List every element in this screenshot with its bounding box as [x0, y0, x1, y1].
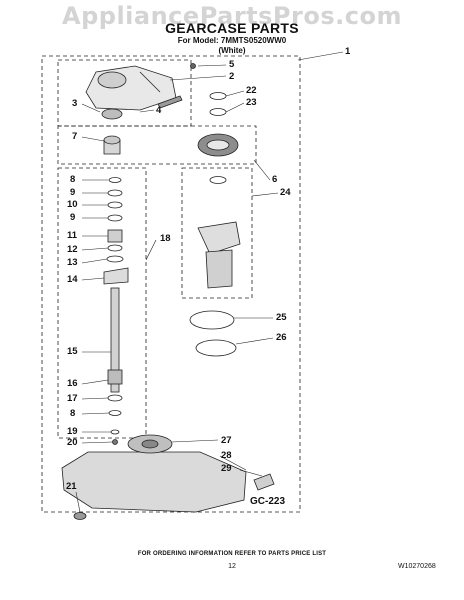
cover-seal	[101, 108, 123, 120]
model-subtitle: For Model: 7MMTS0520WW0 (White)	[0, 36, 464, 56]
left-callout-ticks	[81, 179, 113, 444]
callout-20: 20	[67, 437, 78, 448]
leader-27	[171, 439, 219, 443]
shaft-group-outline	[57, 167, 147, 439]
callout-7: 7	[72, 131, 78, 142]
shift-fork	[197, 221, 241, 255]
washer-23	[209, 108, 227, 116]
callout-28: 28	[221, 450, 232, 461]
color-line: (White)	[218, 46, 246, 55]
callout-8-lower: 8	[70, 408, 76, 419]
watermark-text: AppliancePartsPros.com	[62, 2, 402, 30]
callout-29: 29	[221, 463, 232, 474]
callout-26: 26	[276, 332, 287, 343]
callout-10: 10	[67, 199, 78, 210]
page-title: GEARCASE PARTS	[165, 20, 299, 36]
callout-8-top: 8	[70, 174, 76, 185]
callout-13: 13	[67, 257, 78, 268]
clip-29	[253, 473, 275, 491]
document-number: W10270268	[398, 563, 436, 570]
callout-9-lower: 9	[70, 212, 76, 223]
drive-gear-hub	[206, 139, 230, 151]
part-19	[110, 429, 120, 435]
leader-26	[235, 337, 274, 345]
callout-22: 22	[246, 85, 257, 96]
callout-23: 23	[246, 97, 257, 108]
callout-16: 16	[67, 378, 78, 389]
leader-23	[225, 102, 245, 113]
gasket-26	[195, 339, 237, 357]
shift-group-outline	[181, 167, 253, 299]
callout-12: 12	[67, 244, 78, 255]
part-10	[107, 201, 123, 209]
leader-24	[251, 192, 279, 197]
cover-boss	[97, 71, 127, 89]
leader-18	[145, 239, 157, 261]
part-14	[103, 267, 129, 285]
seal-21	[73, 512, 87, 520]
callout-5: 5	[229, 59, 235, 70]
assembly-outline	[41, 55, 301, 513]
leader-22	[225, 90, 245, 97]
pinion-top	[103, 135, 121, 145]
callout-11: 11	[67, 230, 78, 241]
callout-9-top: 9	[70, 187, 76, 198]
callout-15: 15	[67, 346, 78, 357]
pinion-group-outline	[57, 125, 257, 165]
leader-5	[197, 64, 227, 67]
part-8-lower	[108, 410, 122, 416]
gearcase-housing	[61, 451, 247, 513]
callout-18: 18	[160, 233, 171, 244]
diagram-code: GC-223	[250, 496, 286, 507]
spring-ring	[209, 176, 227, 184]
part-11	[107, 229, 123, 243]
leader-1	[297, 51, 344, 61]
callout-27: 27	[221, 435, 232, 446]
callout-1: 1	[345, 46, 351, 57]
screw	[190, 63, 196, 69]
leader-6	[253, 159, 271, 181]
part-20	[112, 439, 118, 445]
callout-4: 4	[156, 105, 162, 116]
leader-7	[81, 136, 105, 142]
callout-17: 17	[67, 393, 78, 404]
gasket-25	[189, 310, 235, 330]
model-line: For Model: 7MMTS0520WW0	[177, 36, 287, 45]
leader-2	[169, 75, 227, 81]
page-number: 12	[228, 563, 236, 570]
callout-2: 2	[229, 71, 235, 82]
callout-6: 6	[272, 174, 278, 185]
callout-24: 24	[280, 187, 291, 198]
cover-rib	[139, 71, 161, 93]
callout-19: 19	[67, 426, 78, 437]
callout-3: 3	[72, 98, 78, 109]
callout-21: 21	[66, 481, 77, 492]
agitate-shaft	[110, 287, 120, 393]
leader-29	[239, 469, 263, 477]
part-12	[107, 244, 123, 252]
part-13	[106, 255, 124, 263]
part-17	[107, 394, 123, 402]
ordering-note: FOR ORDERING INFORMATION REFER TO PARTS …	[137, 551, 327, 557]
leader-3	[81, 103, 101, 113]
part-9-lower	[107, 214, 123, 222]
leader-28	[219, 455, 247, 471]
washer-22	[209, 92, 227, 100]
callout-25: 25	[276, 312, 287, 323]
cover-group-outline	[57, 59, 192, 127]
main-gear-hub	[141, 439, 159, 449]
leader-4	[139, 109, 155, 113]
leader-21	[75, 491, 81, 513]
grease-tube	[157, 95, 183, 109]
part-8-top	[108, 177, 122, 183]
part-9-top	[107, 189, 123, 197]
shift-lever	[205, 249, 233, 289]
part-16	[107, 369, 123, 385]
callout-14: 14	[67, 274, 78, 285]
